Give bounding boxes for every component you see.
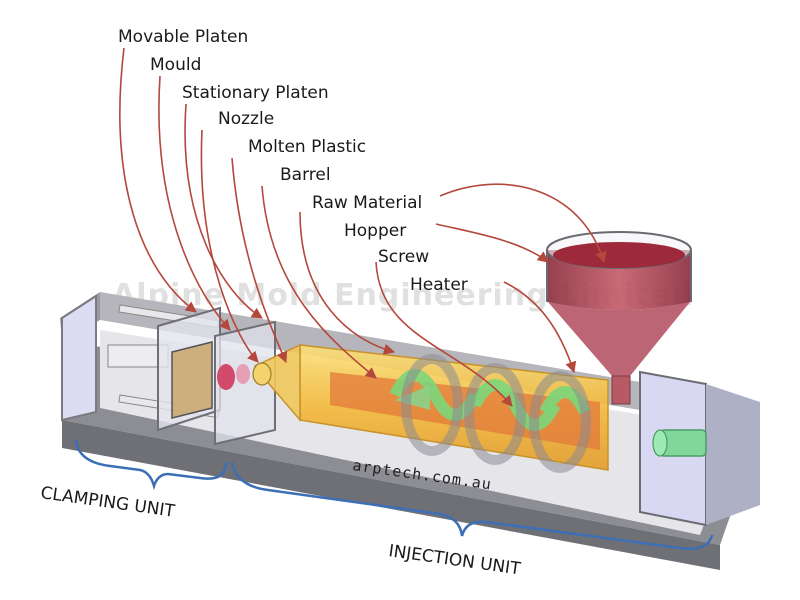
arrow-raw-material <box>439 183 607 264</box>
injection-unit-label: INJECTION UNIT <box>387 541 522 579</box>
label-molten-plastic: Molten Plastic <box>248 137 366 157</box>
clamping-unit-label: CLAMPING UNIT <box>39 483 176 522</box>
arrow-heater <box>503 281 577 374</box>
injection-brace <box>230 461 714 550</box>
heater-bands <box>401 354 591 473</box>
arrow-hopper <box>435 223 549 263</box>
hopper <box>548 302 690 376</box>
label-barrel: Barrel <box>280 165 331 185</box>
part-labels: Movable Platen Mould Stationary Platen N… <box>118 27 468 295</box>
arrow-barrel <box>261 185 377 379</box>
arrow-barrel-2 <box>299 211 396 355</box>
drive-shaft <box>652 429 707 457</box>
callout-arrows <box>119 47 607 407</box>
unit-braces <box>74 439 714 550</box>
label-heater: Heater <box>410 275 468 295</box>
label-stationary-platen: Stationary Platen <box>182 83 329 103</box>
arrow-movable-platen <box>119 47 197 313</box>
label-raw-material: Raw Material <box>312 193 422 213</box>
arrow-stationary-platen <box>184 103 263 319</box>
clamping-brace <box>74 439 228 491</box>
label-movable-platen: Movable Platen <box>118 27 248 47</box>
arrow-molten-plastic <box>231 157 288 364</box>
clamping-unit-assembly <box>107 304 276 446</box>
mould <box>171 341 213 419</box>
label-mould: Mould <box>150 55 201 75</box>
label-hopper: Hopper <box>344 221 406 241</box>
label-nozzle: Nozzle <box>218 109 274 129</box>
hopper-assembly <box>546 231 692 405</box>
arrow-mould <box>158 75 231 331</box>
arrow-screw <box>375 261 513 407</box>
label-screw: Screw <box>378 247 429 267</box>
arrow-nozzle <box>200 129 259 363</box>
mould-cavity <box>217 364 235 390</box>
